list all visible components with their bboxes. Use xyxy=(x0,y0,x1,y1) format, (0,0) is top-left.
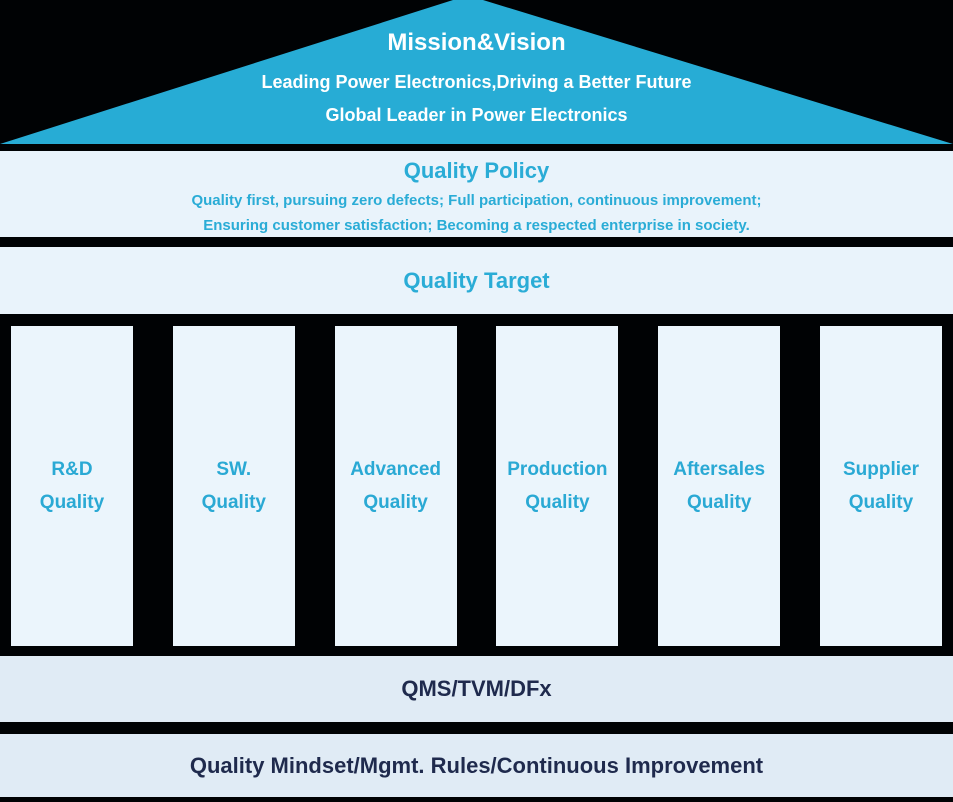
pillar-sw-quality: SW. Quality xyxy=(172,326,295,646)
quality-policy-line-1: Quality first, pursuing zero defects; Fu… xyxy=(191,192,762,209)
mission-vision-title: Mission&Vision xyxy=(387,29,566,56)
pillar-label-line: Advanced xyxy=(350,459,441,480)
roof-triangle xyxy=(0,0,953,144)
pillar-label-line: Supplier xyxy=(842,459,919,480)
pillar-production-quality: Production Quality xyxy=(496,326,619,646)
roof-text-block: Mission&Vision Leading Power Electronics… xyxy=(0,0,953,144)
pillar-label-line: Aftersales xyxy=(673,459,766,480)
quality-policy-line-2: Ensuring customer satisfaction; Becoming… xyxy=(203,217,750,234)
pillar-label-line: Quality xyxy=(525,492,590,513)
qms-tvm-dfx-label: QMS/TVM/DFx xyxy=(401,676,552,701)
foundation-label: Quality Mindset/Mgmt. Rules/Continuous I… xyxy=(189,752,764,778)
quality-policy-title: Quality Policy xyxy=(403,158,550,183)
quality-target-title: Quality Target xyxy=(403,267,550,293)
roof-subtitle-1: Leading Power Electronics,Driving a Bett… xyxy=(261,72,692,92)
quality-target-band: Quality Target xyxy=(0,247,953,314)
pillar-label-line: Quality xyxy=(686,492,752,513)
pillar-supplier-quality: Supplier Quality xyxy=(819,326,942,646)
qms-tvm-dfx-band: QMS/TVM/DFx xyxy=(0,656,953,722)
mission-vision-roof: Mission&Vision Leading Power Electronics… xyxy=(0,0,953,144)
quality-policy-band: Quality Policy Quality first, pursuing z… xyxy=(0,151,953,237)
pillar-advanced-quality: Advanced Quality xyxy=(334,326,457,646)
pillar-label-line: R&D xyxy=(51,459,93,480)
quality-pillars-row: R&D Quality SW. Quality Advanced Quality… xyxy=(0,326,953,646)
pillar-label-line: Quality xyxy=(848,492,914,513)
pillar-label-line: SW. xyxy=(216,459,252,480)
pillar-label-line: Production xyxy=(507,459,608,480)
roof-subtitle-2: Global Leader in Power Electronics xyxy=(325,105,628,125)
pillar-label-line: Quality xyxy=(201,492,266,513)
foundation-band: Quality Mindset/Mgmt. Rules/Continuous I… xyxy=(0,734,953,797)
pillar-aftersales-quality: Aftersales Quality xyxy=(658,326,781,646)
pillar-label-line: Quality xyxy=(363,492,428,513)
quality-policy-text: Quality first, pursuing zero defects; Fu… xyxy=(0,188,953,238)
pillar-label-line: Quality xyxy=(39,492,105,513)
pillar-rd-quality: R&D Quality xyxy=(11,326,133,646)
